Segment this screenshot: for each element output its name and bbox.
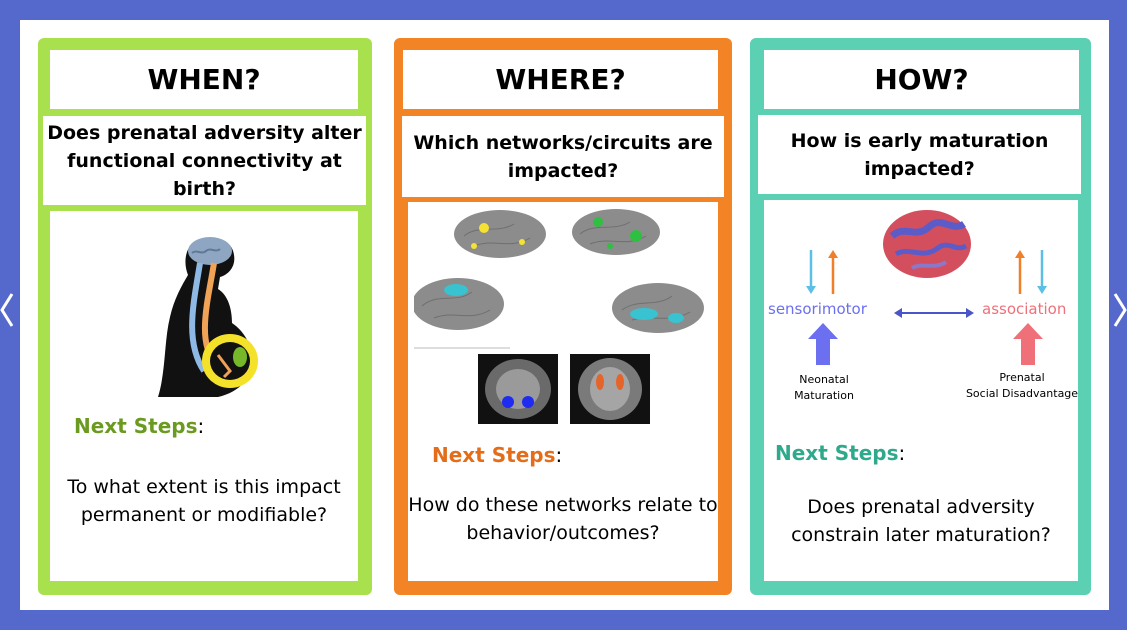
panel-how: HOW? How is early maturation impacted? (750, 38, 1091, 595)
caption-line: Prenatal (999, 371, 1045, 384)
association-label: association (982, 300, 1067, 318)
caption-line: Neonatal (799, 373, 849, 386)
panel-when: WHEN? Does prenatal adversity alter func… (38, 38, 372, 595)
brain-maturation-image (883, 210, 971, 278)
followup-question: How do these networks relate to behavior… (408, 494, 718, 544)
previous-slide-arrow-icon[interactable] (0, 292, 14, 328)
pregnant-silhouette-image (158, 237, 258, 397)
panel-question: How is early maturation impacted? (758, 115, 1081, 194)
panel-body: Next Steps: How do these networks relate… (408, 202, 718, 581)
panel-body: Next Steps: To what extent is this impac… (50, 211, 358, 581)
panel-header: WHERE? (403, 50, 718, 109)
slide: WHEN? Does prenatal adversity alter func… (20, 20, 1109, 610)
double-arrow-icon (894, 308, 974, 318)
next-steps-label: Next Steps: (775, 441, 906, 465)
next-slide-arrow-icon[interactable] (1113, 292, 1127, 328)
panel-question: Does prenatal adversity alter functional… (43, 116, 366, 205)
prenatal-disadvantage-caption: Prenatal Social Disadvantage (964, 370, 1080, 402)
caption-line: Social Disadvantage (965, 387, 1079, 400)
up-arrow-red-icon (1013, 323, 1043, 365)
brain-networks-image (414, 209, 704, 349)
followup-question: To what extent is this impact permanent … (67, 476, 341, 526)
next-steps-label: Next Steps: (74, 414, 205, 438)
sensorimotor-label: sensorimotor (768, 300, 867, 318)
panel-header: HOW? (764, 50, 1079, 109)
followup-question: Does prenatal adversity constrain later … (791, 496, 1051, 546)
next-steps-text: Next Steps (775, 441, 899, 465)
panel-where: WHERE? Which networks/circuits are impac… (394, 38, 732, 595)
panel-header: WHEN? (50, 50, 358, 109)
panel-question: Which networks/circuits are impacted? (402, 116, 724, 197)
caption-line: Maturation (794, 389, 854, 402)
up-arrow-blue-icon (808, 323, 838, 365)
next-steps-text: Next Steps (74, 414, 198, 438)
mri-scans-image (478, 354, 650, 424)
next-steps-text: Next Steps (432, 443, 556, 467)
panel-body: sensorimotor association Neonatal Matura… (764, 200, 1078, 581)
arrow-pair-left-icon (806, 250, 838, 294)
arrow-pair-right-icon (1015, 250, 1047, 294)
next-steps-label: Next Steps: (432, 443, 563, 467)
neonatal-maturation-caption: Neonatal Maturation (780, 372, 868, 404)
